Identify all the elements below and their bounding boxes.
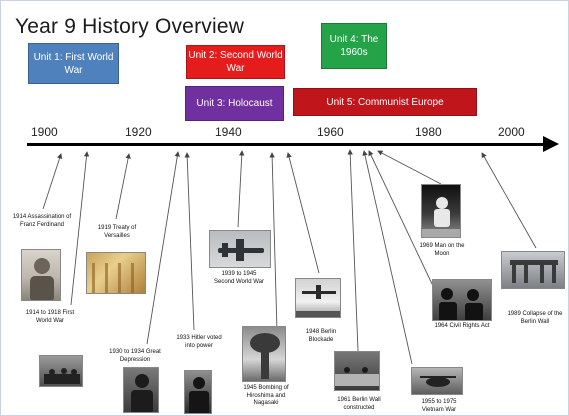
soldiers-icon [44, 368, 80, 384]
unit-5-box: Unit 5: Communist Europe [293, 88, 477, 116]
hitler-photo [184, 370, 212, 414]
plane-icon [218, 239, 264, 261]
connector-line [377, 150, 442, 185]
year-label: 2000 [498, 125, 525, 139]
event-caption: 1964 Civil Rights Act [434, 323, 490, 329]
civil-rights-photo [432, 279, 492, 321]
helicopter-icon [420, 376, 456, 387]
berlin-wall-collapse-photo [501, 251, 565, 289]
connector-line [70, 151, 90, 306]
berlin-wall-photo [334, 351, 380, 391]
event-caption: 1945 Bombing of Hiroshima and Nagasaki [243, 385, 289, 406]
gate-icon [510, 260, 558, 283]
connector-line [42, 153, 63, 210]
page-title: Year 9 History Overview [15, 15, 245, 38]
event-caption: 1914 to 1918 First World War [25, 310, 75, 324]
year-label: 1980 [415, 125, 442, 139]
connector-line [368, 150, 434, 287]
hall-icon [92, 263, 134, 293]
ww2-plane-photo [209, 230, 271, 268]
connector-line [269, 152, 278, 332]
unit-1-box: Unit 1: First World War [28, 43, 119, 84]
year-label: 1960 [317, 125, 344, 139]
mushroom-cloud-icon [250, 333, 280, 379]
event-caption: 1919 Treaty of Versailles [97, 225, 137, 239]
connector-line [115, 153, 131, 220]
connector-line [184, 152, 195, 331]
moon-landing-photo [421, 184, 461, 238]
plane-icon [296, 285, 340, 317]
portrait-icon [30, 258, 54, 300]
franz-ferdinand-photo [21, 249, 61, 301]
event-caption: 1914 Assassination of Franz Ferdinand [12, 214, 72, 228]
connector-line [237, 150, 245, 228]
event-caption: 1930 to 1934 Great Depression [109, 349, 161, 363]
event-caption: 1933 Hitler voted into power [176, 335, 222, 349]
ww1-photo [39, 355, 83, 387]
unit-3-box: Unit 3: Holocaust [185, 86, 284, 121]
event-caption: 1961 Berlin Wall constructed [337, 397, 381, 411]
unit-4-box: Unit 4: The 1960s [321, 23, 387, 69]
event-caption: 1969 Man on the Moon [419, 243, 465, 257]
event-caption: 1989 Collapse of the Berlin Wall [507, 311, 563, 325]
year-label: 1920 [125, 125, 152, 139]
event-caption: 1939 to 1945 Second World War [213, 271, 265, 285]
connector-line [481, 152, 537, 249]
connector-line [286, 152, 320, 274]
timeline-arrowhead [543, 136, 559, 152]
unit-2-box: Unit 2: Second World War [186, 45, 285, 79]
connector-line [146, 151, 180, 345]
event-caption: 1948 Berlin Blockade [305, 329, 337, 343]
depression-photo [123, 367, 159, 413]
portrait-icon [189, 377, 209, 413]
connector-line [362, 150, 413, 365]
connector-line [347, 149, 359, 352]
wall-icon [335, 367, 379, 386]
event-caption: 1955 to 1975 Vietnam War [421, 399, 457, 413]
berlin-blockade-photo [295, 278, 341, 318]
year-label: 1940 [215, 125, 242, 139]
family-icon [131, 374, 153, 412]
crowd-icon [439, 288, 483, 320]
timeline-axis [27, 143, 547, 146]
hiroshima-photo [242, 326, 286, 382]
year-label: 1900 [31, 125, 58, 139]
versailles-photo [86, 252, 146, 294]
astronaut-icon [422, 197, 460, 237]
vietnam-photo [411, 367, 463, 395]
